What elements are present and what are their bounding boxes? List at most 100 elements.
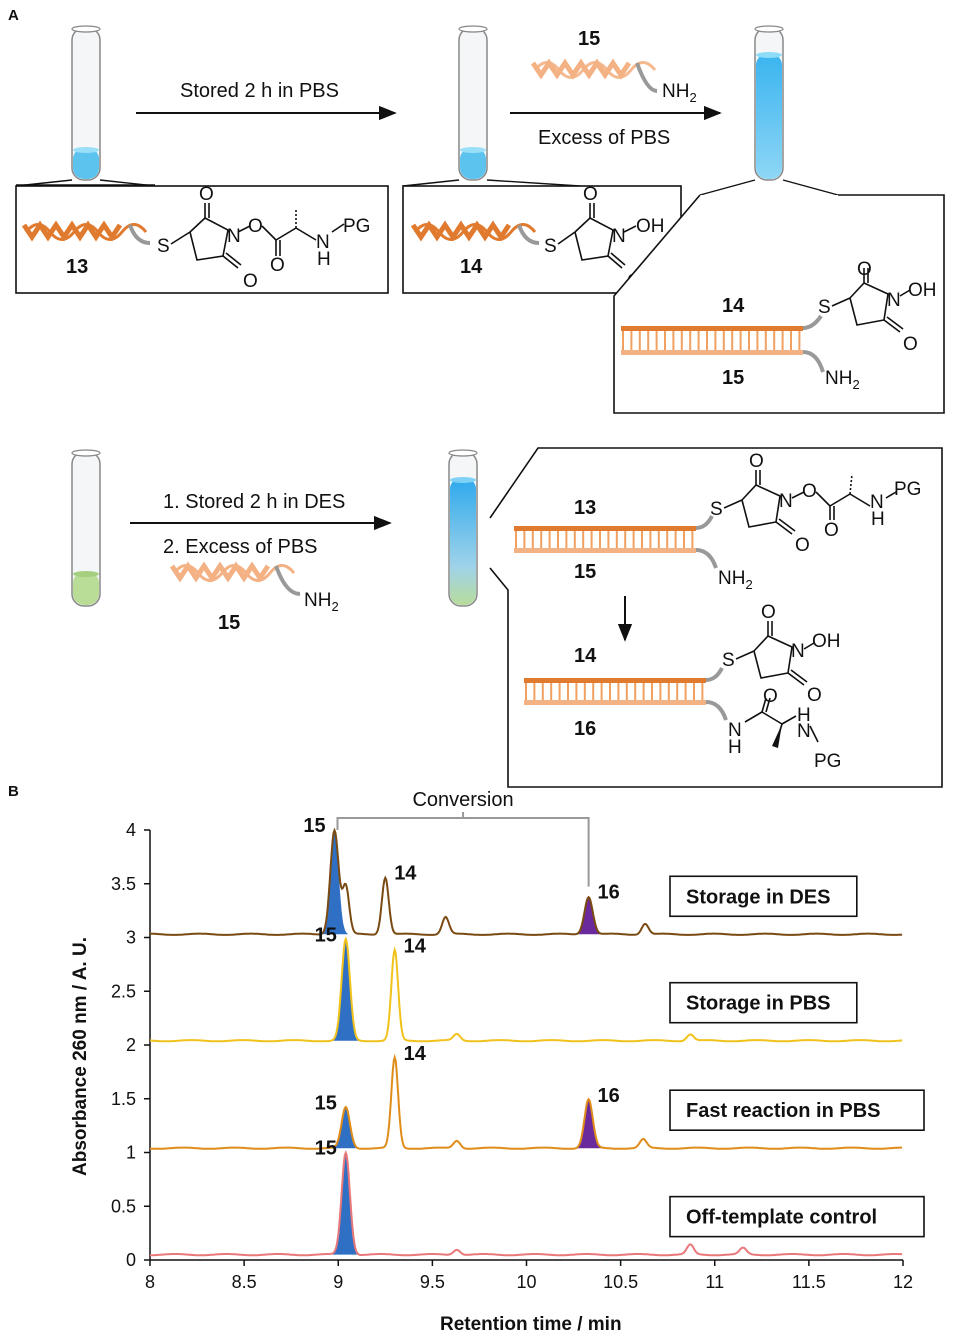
atom-n-13: N [227,226,241,247]
panel-label-a: A [8,7,19,24]
legend-box [669,981,858,1024]
compound-14-label: 14 [460,256,483,278]
legend-label: Storage in PBS [686,993,830,1015]
atom-o-d2a: O [749,451,764,472]
peak-label: 14 [404,1043,427,1065]
peak-label: 15 [315,1092,337,1114]
x-tick-label: 9 [333,1272,343,1292]
strand-15-bar [621,350,803,355]
atom-o-duplex1b: O [903,334,918,355]
x-tick-label: 8 [145,1272,155,1292]
y-tick-label: 3.5 [111,874,136,894]
trace-line [150,936,903,1043]
step3-label-1: 1. Stored 2 h in DES [163,491,345,513]
duplex-label-13: 13 [574,497,596,519]
x-tick-label: 12 [893,1272,913,1292]
atom-o-13a: O [199,184,214,205]
box-duplex-14-15 [613,194,945,414]
atom-o-13b: O [248,216,263,237]
test-tube-1 [71,25,101,181]
duplex-label-16: 16 [574,718,596,740]
atom-n-d3: N [791,641,805,662]
pg-13: PG [343,216,370,237]
y-tick-label: 0 [126,1250,136,1270]
y-tick-label: 1.5 [111,1089,136,1109]
peak-label: 14 [394,862,417,884]
test-tube-5 [448,449,478,607]
test-tube-2 [458,25,488,181]
legend-label: Off-template control [686,1207,877,1229]
atom-o-d3a: O [761,602,776,623]
atom-h-d2: H [871,509,885,530]
peak-label: 14 [404,935,427,957]
peak-label: 16 [597,1085,619,1107]
duplex-label-14: 14 [722,295,745,317]
atom-o-13c: O [270,255,285,276]
x-tick-label: 10.5 [603,1272,638,1292]
x-tick-label: 11 [705,1272,724,1292]
atom-n-13b: N [316,232,330,253]
y-tick-label: 3 [126,928,136,948]
x-axis-label: Retention time / min [440,1314,622,1335]
atom-n-d3b: N [728,720,742,741]
peak-fill [332,940,359,1041]
oh-duplex1: OH [908,280,937,301]
compound-15-step3: 15 [218,612,240,634]
atom-h-d3b: H [797,705,811,726]
atom-h-d3a: H [728,737,742,758]
atom-s-duplex3: S [722,650,735,671]
duplex-label-15: 15 [722,367,744,389]
peak-label: 15 [315,925,337,947]
test-tube-4 [71,449,101,607]
nh2-top: NH2 [662,81,697,105]
conversion-bracket [336,812,590,887]
peak-label: 16 [597,882,619,904]
trace-line [150,1149,903,1257]
conversion-label: Conversion [412,789,513,811]
step2-label: Excess of PBS [538,127,670,149]
atom-n-d2b: N [870,492,884,513]
x-tick-label: 10 [516,1272,536,1292]
compound-15-top: 15 [578,28,600,50]
pg-d3: PG [814,751,841,772]
test-tube-3 [754,25,784,181]
legend-box [669,1195,925,1238]
atom-s-14: S [544,236,557,257]
peak-fill [332,1152,359,1255]
atom-o-d2d: O [824,520,839,541]
atom-o-duplex1a: O [857,259,872,280]
nh2-duplex2: NH2 [718,568,753,592]
atom-n-d3c: N [797,721,811,742]
y-tick-label: 2.5 [111,981,136,1001]
peak-fill [321,830,348,935]
atom-o-13d: O [243,271,258,292]
oh-14: OH [636,216,665,237]
atom-o-14a: O [583,184,598,205]
atom-o-d3b: O [807,685,822,706]
y-tick-label: 2 [126,1035,136,1055]
y-tick-label: 1 [126,1143,136,1163]
step1-label: Stored 2 h in PBS [180,80,339,102]
atom-o-d2b: O [802,481,817,502]
atom-s-duplex1: S [818,297,831,318]
duplex-label-15b: 15 [574,561,596,583]
atom-n-duplex1: N [887,290,901,311]
atom-n-14: N [612,226,626,247]
trace-line [149,827,903,936]
compound-13-label: 13 [66,256,88,278]
nh2-step3: NH2 [304,590,339,614]
panel-label-b: B [8,783,19,800]
atom-s-13: S [157,236,170,257]
peak-label: 15 [315,1138,337,1160]
step3-label-2: 2. Excess of PBS [163,536,318,558]
atom-n-d2: N [779,491,793,512]
x-tick-label: 11.5 [792,1272,826,1292]
linker-15-top [635,62,658,93]
pg-d2: PG [894,479,921,500]
y-tick-label: 0.5 [111,1196,136,1216]
structure-13 [170,203,345,269]
y-tick-label: 4 [126,820,136,840]
peak-label: 15 [303,815,325,837]
